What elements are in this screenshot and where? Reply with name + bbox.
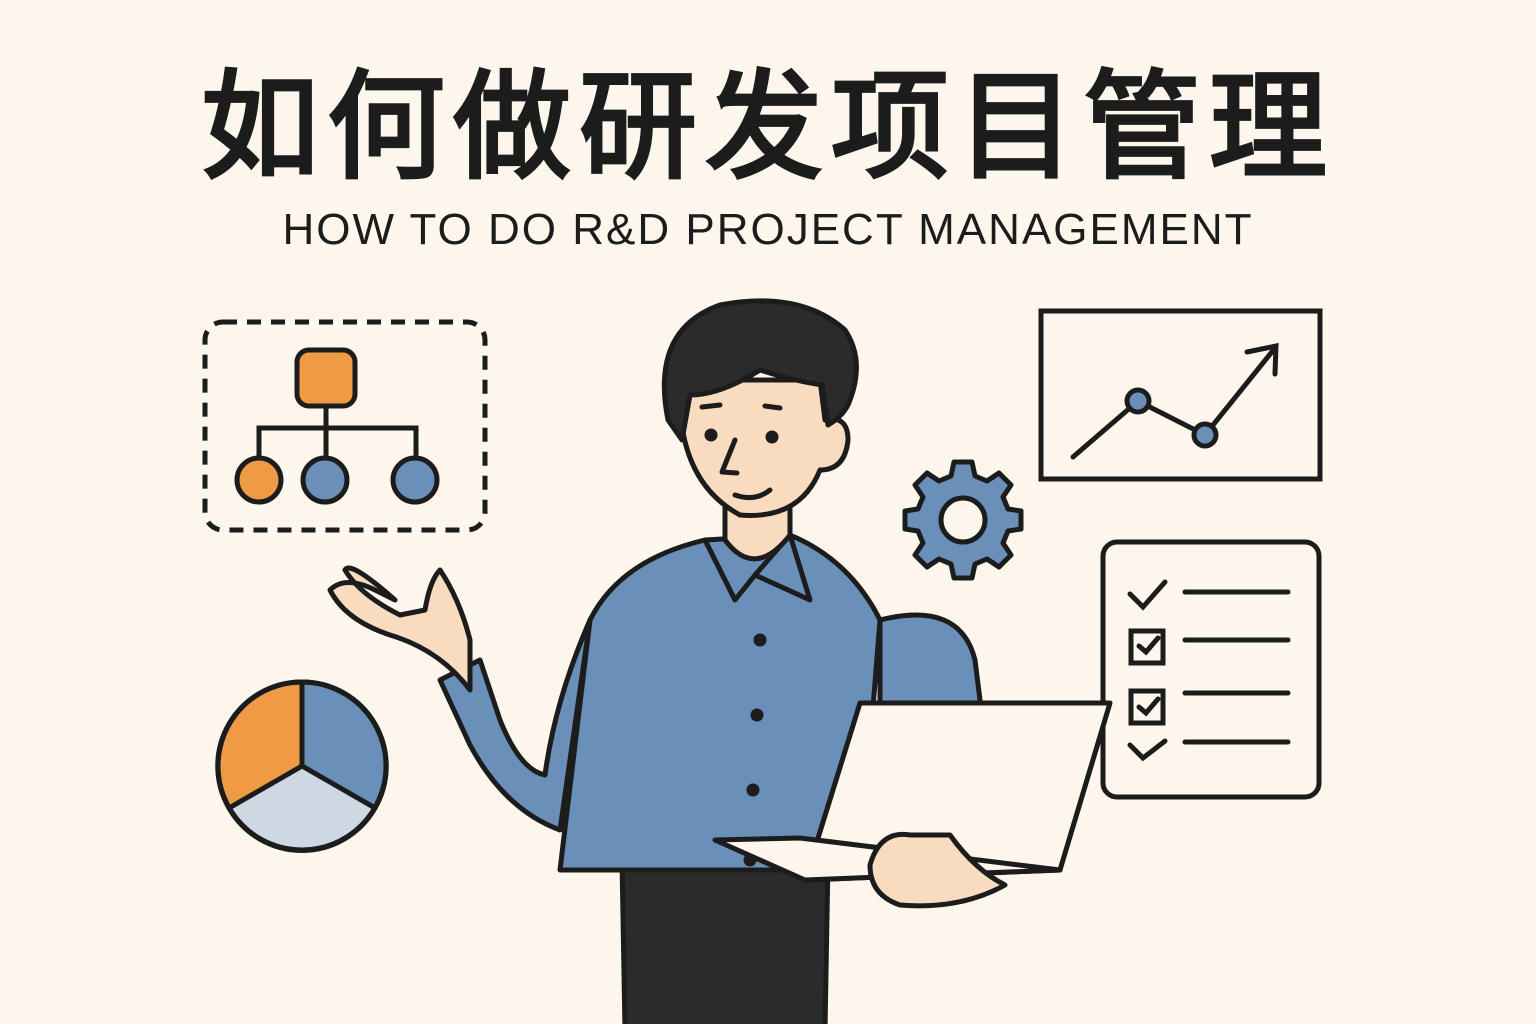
org-chart-icon	[202, 319, 488, 533]
line-chart-icon	[1038, 308, 1323, 482]
pie-chart-icon	[215, 679, 389, 853]
page-title-chinese: 如何做研发项目管理	[200, 58, 1335, 196]
page-title-english: HOW TO DO R&D PROJECT MANAGEMENT	[282, 205, 1254, 254]
gear-icon	[902, 459, 1024, 581]
person-with-laptop	[327, 298, 1113, 1024]
checklist-icon	[1100, 539, 1322, 800]
